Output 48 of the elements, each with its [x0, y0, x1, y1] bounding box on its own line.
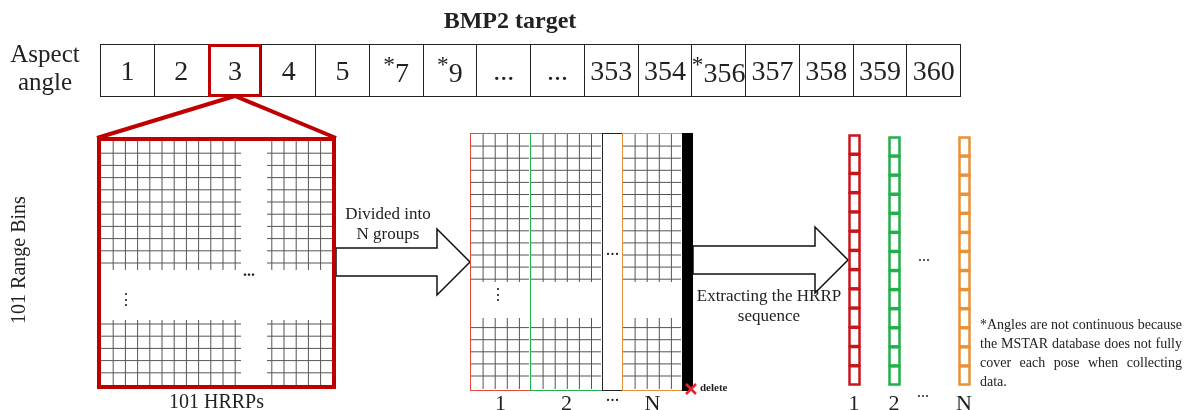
edge-label: Divided into N groups	[344, 204, 432, 244]
angle-cell: $^{*}$356	[691, 44, 746, 97]
angle-cell: ...	[530, 44, 585, 97]
column-number: 2	[887, 392, 901, 410]
angle-cell: 353	[583, 44, 639, 97]
ellipsis: ⋮	[490, 287, 506, 303]
hrrp-matrix	[97, 137, 336, 389]
sequence-column	[958, 136, 971, 386]
angle-cell: 1	[100, 44, 155, 97]
delete-label: delete	[700, 382, 729, 393]
angle-cell: 360	[906, 44, 961, 97]
sequence-column	[888, 136, 901, 386]
block-arrow	[335, 227, 472, 297]
column-group	[470, 133, 531, 391]
axis-label: 101 Range Bins	[8, 195, 28, 326]
column-number: 1	[494, 392, 507, 410]
angle-cell: $^{*}$7	[368, 44, 424, 97]
zoom-lines	[95, 94, 338, 140]
column-number: 2	[560, 392, 573, 410]
title: BMP2 target	[442, 8, 578, 32]
column-number: N	[643, 392, 662, 410]
column-group	[530, 133, 603, 391]
edge-label: Extracting the HRRP sequence	[695, 286, 843, 326]
ellipsis: ...	[917, 384, 929, 400]
deleted-column-bar	[682, 133, 693, 391]
column-number: 1	[847, 392, 861, 410]
angle-cell: 5	[315, 44, 370, 97]
angle-cell: 359	[852, 44, 908, 97]
footnote: *Angles are not continuous because the MSTAR database does not fully cover each pose when collecting data.	[980, 316, 1182, 391]
grouped-matrix	[470, 133, 693, 391]
block-arrow	[692, 225, 850, 295]
axis-title: Aspect angle	[9, 40, 81, 95]
sequence-column	[848, 134, 861, 386]
column-number: N	[955, 392, 973, 410]
angle-cell: 4	[261, 44, 316, 97]
angle-cell: 3	[207, 44, 263, 97]
ellipsis: ...	[243, 263, 255, 279]
angle-cell: 358	[798, 44, 854, 97]
column-group: ...	[602, 133, 623, 391]
angle-cell: ...	[476, 44, 531, 97]
angle-cell: 357	[745, 44, 800, 97]
axis-label: 101 HRRPs	[168, 391, 265, 410]
ellipsis: ⋮	[118, 292, 134, 308]
angle-cell: $^{*}$9	[422, 44, 478, 97]
column-group	[622, 133, 683, 391]
angle-cell: 354	[637, 44, 693, 97]
angle-cell: 2	[153, 44, 209, 97]
ellipsis: ...	[918, 248, 930, 264]
